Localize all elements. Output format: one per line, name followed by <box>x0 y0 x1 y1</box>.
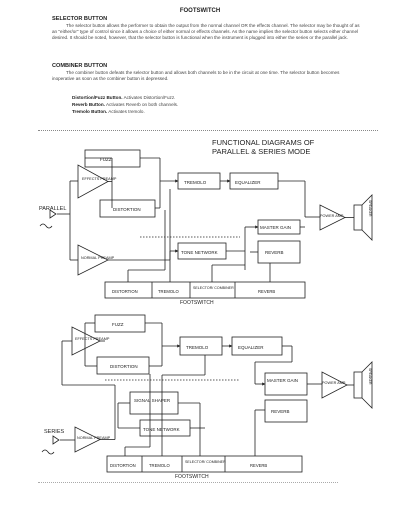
selector-paragraph: The selector button allows the performer… <box>52 23 360 40</box>
bottom-divider <box>38 482 338 483</box>
parallel-equalizer-label: EQUALIZER <box>235 180 261 185</box>
parallel-normal-preamp-label: NORMAL PREAMP <box>81 256 115 260</box>
series-input-label: SERIES <box>44 429 65 435</box>
series-speaker-magnet <box>353 371 363 399</box>
series-normal-preamp-triangle <box>74 426 101 453</box>
parallel-jack-icon <box>49 209 57 219</box>
series-signal-wave-icon <box>41 449 55 455</box>
button-name: Distortion/Fuzz Button. <box>72 95 123 100</box>
series-reverb-block <box>264 399 308 423</box>
series-effects-preamp-label: EFFECTS PREAMP <box>75 337 110 341</box>
parallel-footswitch-box <box>104 281 306 299</box>
diagram-title-line2: PARALLEL & SERIES MODE <box>212 147 310 156</box>
parallel-input-label: PARALLEL <box>39 206 66 212</box>
series-signal-shaper-label: SIGNAL SHAPER <box>134 398 171 403</box>
combiner-paragraph: The combiner button defeats the selector… <box>52 70 340 81</box>
series-footswitch-selector-combiner: SELECTOR/ COMBINER <box>185 460 226 464</box>
parallel-speaker-magnet <box>353 204 363 231</box>
series-fuzz-label: FUZZ <box>112 322 124 327</box>
series-master-gain-block <box>264 372 308 396</box>
diagram-title-line1: FUNCTIONAL DIAGRAMS OF <box>212 138 315 147</box>
series-jack-icon <box>52 435 60 445</box>
series-footswitch-distortion: DISTORTION <box>110 463 136 468</box>
parallel-effects-preamp-label: EFFECTS PREAMP <box>82 177 117 181</box>
parallel-tone-network-label: TONE NETWORK <box>181 250 218 255</box>
series-fuzz-block <box>94 314 146 333</box>
tremolo-button-line: Tremolo Button. Activates tremolo. <box>72 109 145 114</box>
series-power-amp-label: POWER AMP <box>322 381 346 385</box>
page-title: FOOTSWITCH <box>179 8 221 14</box>
distortion-fuzz-button-line: Distortion/Fuzz Button. Activates Distor… <box>72 95 175 100</box>
series-speaker-cone <box>361 361 373 409</box>
parallel-footswitch-distortion: DISTORTION <box>112 289 138 294</box>
parallel-footswitch-caption: FOOTSWITCH <box>180 300 214 306</box>
parallel-fuzz-label: FUZZ <box>100 157 112 162</box>
parallel-speaker-cone <box>361 194 373 241</box>
series-distortion-block <box>96 356 150 375</box>
button-name: Tremolo Button. <box>72 109 108 114</box>
series-tone-network-label: TONE NETWORK <box>143 427 180 432</box>
series-speaker-label: SPEAKER <box>368 368 372 385</box>
parallel-reverb-label: REVERB <box>265 250 284 255</box>
selector-heading: SELECTOR BUTTON <box>52 16 108 22</box>
parallel-fuzz-block <box>84 149 141 168</box>
series-tremolo-label: TREMOLO <box>186 345 209 350</box>
parallel-speaker-label: SPEAKER <box>368 200 372 217</box>
combiner-heading: COMBINER BUTTON <box>52 63 108 69</box>
parallel-signal-wave-icon <box>39 223 53 229</box>
series-footswitch-box <box>106 455 303 473</box>
parallel-effects-preamp-triangle <box>77 164 109 199</box>
series-footswitch-tremolo: TREMOLO <box>149 463 170 468</box>
button-name: Reverb Button. <box>72 102 105 107</box>
series-signal-shaper-block <box>129 391 179 415</box>
parallel-master-gain-label: MASTER GAIN <box>260 225 291 230</box>
divider-rule <box>38 130 378 131</box>
series-footswitch-reverb: REVERB <box>250 463 267 468</box>
parallel-distortion-label: DISTORTION <box>113 207 141 212</box>
parallel-power-amp-label: POWER AMP <box>320 214 344 218</box>
series-power-amp-triangle <box>321 371 348 399</box>
parallel-footswitch-selector-combiner: SELECTOR/ COMBINER <box>193 286 234 290</box>
series-distortion-label: DISTORTION <box>110 364 138 369</box>
parallel-footswitch-tremolo: TREMOLO <box>158 289 179 294</box>
parallel-tremolo-label: TREMOLO <box>184 180 207 185</box>
reverb-button-line: Reverb Button. Activates Reverb on both … <box>72 102 178 107</box>
parallel-distortion-block <box>99 199 156 218</box>
button-desc: Activates Reverb on both channels. <box>105 102 179 107</box>
parallel-footswitch-reverb: REVERB <box>258 289 275 294</box>
series-reverb-label: REVERB <box>271 409 290 414</box>
series-footswitch-caption: FOOTSWITCH <box>175 474 209 480</box>
series-effects-preamp-triangle <box>71 326 101 356</box>
parallel-normal-preamp-triangle <box>77 244 109 276</box>
series-equalizer-label: EQUALIZER <box>238 345 264 350</box>
series-master-gain-label: MASTER GAIN <box>267 378 298 383</box>
parallel-power-amp-triangle <box>319 204 346 231</box>
button-desc: Activates Distortion/Fuzz. <box>123 95 176 100</box>
button-desc: Activates tremolo. <box>108 109 145 114</box>
series-normal-preamp-label: NORMAL PREAMP <box>77 436 111 440</box>
